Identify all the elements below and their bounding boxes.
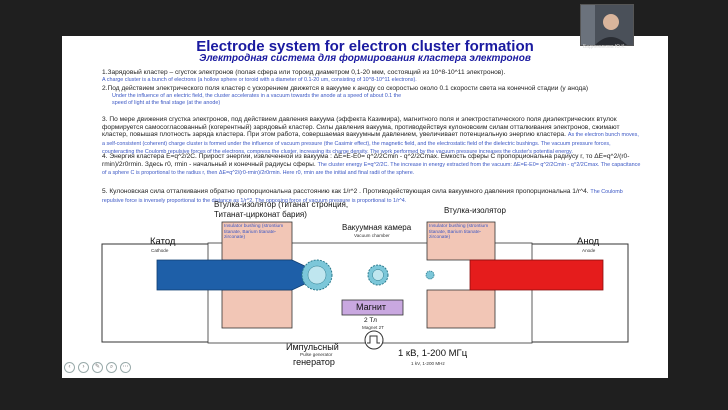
anode-electrode (469, 259, 604, 291)
bushing-right-en: Insulator bushing (strontium titanate, B… (429, 224, 489, 241)
next-slide-icon[interactable]: › (78, 362, 89, 373)
bushing-left-title-2: Титанат-цирконат бария) (214, 210, 307, 219)
paragraph-2-en: Under the influence of an electric field… (112, 92, 402, 107)
anode-en: Anode (582, 248, 596, 253)
paragraph-1-ru: 1.Зарядовый кластер – сгусток электронов… (102, 69, 506, 76)
voltage-en: 1 kV, 1-200 MHz (411, 361, 445, 366)
paragraph-1-en: A charge cluster is a bunch of electrons… (102, 76, 417, 83)
paragraph-2-ru: 2.Под действием электрического поля клас… (102, 85, 589, 92)
electrode-diagram (101, 221, 629, 350)
paragraph-3-ru: 3. По мере движения сгустка электронов, … (102, 116, 620, 139)
magnet-field: 2 Тл (364, 317, 377, 324)
electron-cluster-small (425, 270, 435, 280)
bushing-left-top (221, 221, 293, 261)
bushing-right-bottom (426, 289, 496, 329)
participant-video[interactable] (580, 4, 634, 46)
bushing-right-title: Втулка-изолятор (444, 206, 506, 215)
person-silhouette-icon (581, 5, 633, 45)
pen-icon[interactable]: ✎ (92, 362, 103, 373)
paragraph-5-ru: 5. Кулоновская сила отталкивания обратно… (102, 188, 589, 195)
magnet-label: Магнит (356, 302, 387, 312)
paragraph-4-ru: 4. Энергия кластера E=q^2/2C. Прирост эн… (102, 153, 630, 168)
electron-cluster-medium (367, 264, 389, 286)
paragraph-4-en: The cluster energy E=q^2/2C. The increas… (102, 161, 641, 177)
pulse-generator-en: Pulse generator (300, 352, 333, 357)
bushing-left-en: Insulator bushing (strontium titanate, B… (224, 224, 284, 241)
vacuum-chamber-label: Вакуумная камера (342, 223, 412, 232)
magnet-block (341, 299, 404, 316)
pulse-generator-symbol (364, 330, 384, 350)
bushing-left-title-1: Втулка-изолятор (титанат стронция, (214, 200, 349, 209)
electron-cluster-large (301, 259, 333, 291)
vacuum-chamber-en: Vacuum chamber (354, 233, 390, 238)
paragraph-3-en: As the electron bunch moves, a self-cons… (102, 132, 639, 156)
pulse-generator-label-1: Импульсный (286, 342, 339, 352)
paragraph-1: 1.Зарядовый кластер – сгусток электронов… (102, 69, 505, 84)
slide-title-russian: Электродная система для формирования кла… (199, 53, 531, 64)
zoom-icon[interactable]: ⌕ (106, 362, 117, 373)
paragraph-5-en: The Coulomb repulsive force is inversely… (102, 189, 623, 204)
paragraph-5: 5. Кулоновская сила отталкивания обратно… (102, 188, 642, 205)
magnet-field-en: Magnet 2T (362, 325, 384, 330)
paragraph-4: 4. Энергия кластера E=q^2/2C. Прирост эн… (102, 153, 642, 178)
bushing-left-bottom (221, 289, 293, 329)
previous-slide-icon[interactable]: ‹ (64, 362, 75, 373)
presentation-slide: Electrode system for electron cluster fo… (62, 36, 668, 378)
paragraph-2: 2.Под действием электрического поля клас… (102, 85, 622, 108)
anode-label: Анод (577, 236, 600, 247)
participant-name: Бадинникова Ю.К. (583, 44, 626, 50)
paragraph-3: 3. По мере движения сгустка электронов, … (102, 116, 642, 157)
voltage-label: 1 кВ, 1-200 МГц (398, 348, 468, 359)
pulse-generator-label-2: генератор (293, 357, 335, 367)
cathode-en: Cathode (151, 248, 169, 253)
cathode-electrode (156, 259, 325, 291)
more-options-icon[interactable]: ⋯ (120, 362, 131, 373)
cathode-label: Катод (150, 236, 176, 247)
slide-title-english: Electrode system for electron cluster fo… (196, 38, 534, 55)
bushing-right-top (426, 221, 496, 261)
